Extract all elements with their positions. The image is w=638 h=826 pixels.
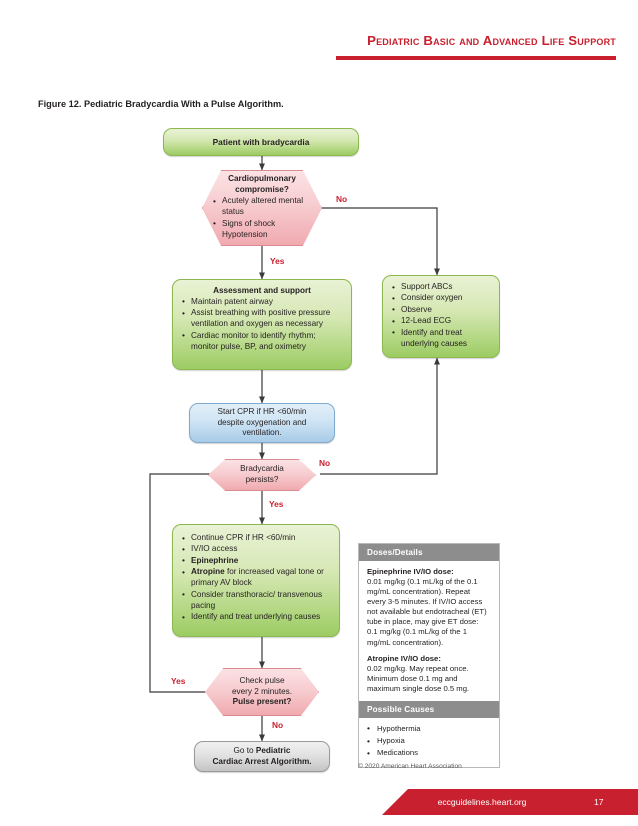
list-item: Continue CPR if HR <60/min xyxy=(182,533,330,544)
figure-caption: Figure 12. Pediatric Bradycardia With a … xyxy=(38,99,284,109)
list-item: Observe xyxy=(392,304,490,316)
epinephrine-block: Epinephrine IV/IO dose: 0.01 mg/kg (0.1 … xyxy=(367,567,491,648)
epinephrine-title: Epinephrine IV/IO dose: xyxy=(367,567,454,576)
list-item: Medications xyxy=(367,748,491,759)
list-item: Maintain patent airway xyxy=(182,296,342,308)
list-item: Hypoxia xyxy=(367,736,491,747)
panel-causes-header: Possible Causes xyxy=(359,700,499,718)
support-bullets: Support ABCs Consider oxygen Observe 12-… xyxy=(392,282,490,350)
decision2-line2: persists? xyxy=(245,475,279,484)
doses-details-panel: Doses/Details Epinephrine IV/IO dose: 0.… xyxy=(358,543,500,769)
end-bold1: Pediatric xyxy=(255,745,291,755)
page-header: Pediatric Basic and Advanced Life Suppor… xyxy=(0,0,638,72)
decision3-no-label: No xyxy=(272,720,284,730)
atropine-bold: Atropine xyxy=(191,567,225,577)
panel-doses-header: Doses/Details xyxy=(359,544,499,561)
treatment-bullets: Continue CPR if HR <60/min IV/IO access … xyxy=(182,533,330,624)
panel-doses-body: Epinephrine IV/IO dose: 0.01 mg/kg (0.1 … xyxy=(359,561,499,701)
node-start-cpr[interactable]: Start CPR if HR <60/min despite oxygenat… xyxy=(189,403,335,443)
page-header-title: Pediatric Basic and Advanced Life Suppor… xyxy=(367,33,616,48)
header-rule xyxy=(336,56,616,60)
epinephrine-body: 0.01 mg/kg (0.1 mL/kg of the 0.1 mg/mL c… xyxy=(367,577,487,647)
assessment-bullets: Maintain patent airway Assist breathing … xyxy=(182,296,342,353)
list-item: Consider oxygen xyxy=(392,293,490,304)
decision3-yes-label: Yes xyxy=(171,676,186,686)
footer-url[interactable]: eccguidelines.heart.org xyxy=(437,797,527,807)
node-bradycardia-persists[interactable]: Bradycardia persists? xyxy=(208,459,316,491)
decision1-bullets: Acutely altered mental status Signs of s… xyxy=(213,196,311,241)
list-item: Cardiac monitor to identify rhythm; moni… xyxy=(182,330,342,353)
node-patient-with-bradycardia[interactable]: Patient with bradycardia xyxy=(163,128,359,156)
list-item: Hypothermia xyxy=(367,723,491,734)
node-cardiopulmonary-compromise[interactable]: Cardiopulmonary compromise? Acutely alte… xyxy=(202,170,322,246)
node-go-to-cardiac-arrest-algorithm[interactable]: Go to Pediatric Cardiac Arrest Algorithm… xyxy=(194,741,330,772)
cpr-line2: despite oxygenation and xyxy=(217,417,307,427)
decision1-title: Cardiopulmonary compromise? xyxy=(228,174,296,195)
page-footer: eccguidelines.heart.org 17 xyxy=(0,789,638,826)
decision2-line1: Bradycardia xyxy=(240,464,284,474)
decision1-yes-label: Yes xyxy=(270,256,285,266)
decision3-line1: Check pulse xyxy=(239,675,285,685)
start-label: Patient with bradycardia xyxy=(212,137,310,147)
atropine-rest: for increased vagal tone or primary AV b… xyxy=(191,567,324,588)
node-check-pulse[interactable]: Check pulse every 2 minutes. Pulse prese… xyxy=(205,668,319,716)
list-item: Identify and treat underlying causes xyxy=(182,612,330,623)
node-assessment-and-support[interactable]: Assessment and support Maintain patent a… xyxy=(172,279,352,370)
decision2-no-label: No xyxy=(319,458,331,468)
end-bold2: Cardiac Arrest Algorithm. xyxy=(212,756,312,766)
atropine-block: Atropine IV/IO dose: 0.02 mg/kg. May rep… xyxy=(367,654,491,694)
list-item: Consider transthoracic/ transvenous paci… xyxy=(182,589,330,612)
list-item: Signs of shock xyxy=(213,218,311,230)
end-prefix: Go to xyxy=(233,745,256,755)
list-item: Acutely altered mental status xyxy=(213,196,311,218)
decision3-line3: Pulse present? xyxy=(232,697,292,707)
list-item: 12-Lead ECG xyxy=(392,316,490,327)
node-bradycardia-treatment[interactable]: Continue CPR if HR <60/min IV/IO access … xyxy=(172,524,340,637)
treatment-atropine: Atropine for increased vagal tone or pri… xyxy=(191,567,324,587)
node-support-abcs[interactable]: Support ABCs Consider oxygen Observe 12-… xyxy=(382,275,500,358)
decision3-line2: every 2 minutes. xyxy=(231,686,293,696)
decision1-no-label: No xyxy=(336,194,348,204)
treatment-epinephrine: Epinephrine xyxy=(191,555,239,565)
panel-causes-body: Hypothermia Hypoxia Medications xyxy=(359,718,499,767)
footer-page-number: 17 xyxy=(594,797,604,807)
cpr-line1: Start CPR if HR <60/min xyxy=(217,406,307,416)
list-item: Support ABCs xyxy=(392,282,490,293)
copyright-notice: © 2020 American Heart Association xyxy=(358,763,462,770)
list-item: Epinephrine xyxy=(182,555,330,567)
list-item: Atropine for increased vagal tone or pri… xyxy=(182,567,330,589)
list-item: Assist breathing with positive pressure … xyxy=(182,308,342,330)
possible-causes-list: Hypothermia Hypoxia Medications xyxy=(367,723,491,759)
list-item: Identify and treat underlying causes xyxy=(392,327,490,350)
atropine-title: Atropine IV/IO dose: xyxy=(367,653,441,663)
assessment-title: Assessment and support xyxy=(213,286,311,295)
footer-bar: eccguidelines.heart.org 17 xyxy=(382,789,638,815)
list-item: Hypotension xyxy=(213,230,311,241)
decision2-yes-label: Yes xyxy=(269,499,284,509)
atropine-body: 0.02 mg/kg. May repeat once. Minimum dos… xyxy=(367,663,470,693)
list-item: IV/IO access xyxy=(182,544,330,555)
cpr-line3: ventilation. xyxy=(242,428,282,438)
